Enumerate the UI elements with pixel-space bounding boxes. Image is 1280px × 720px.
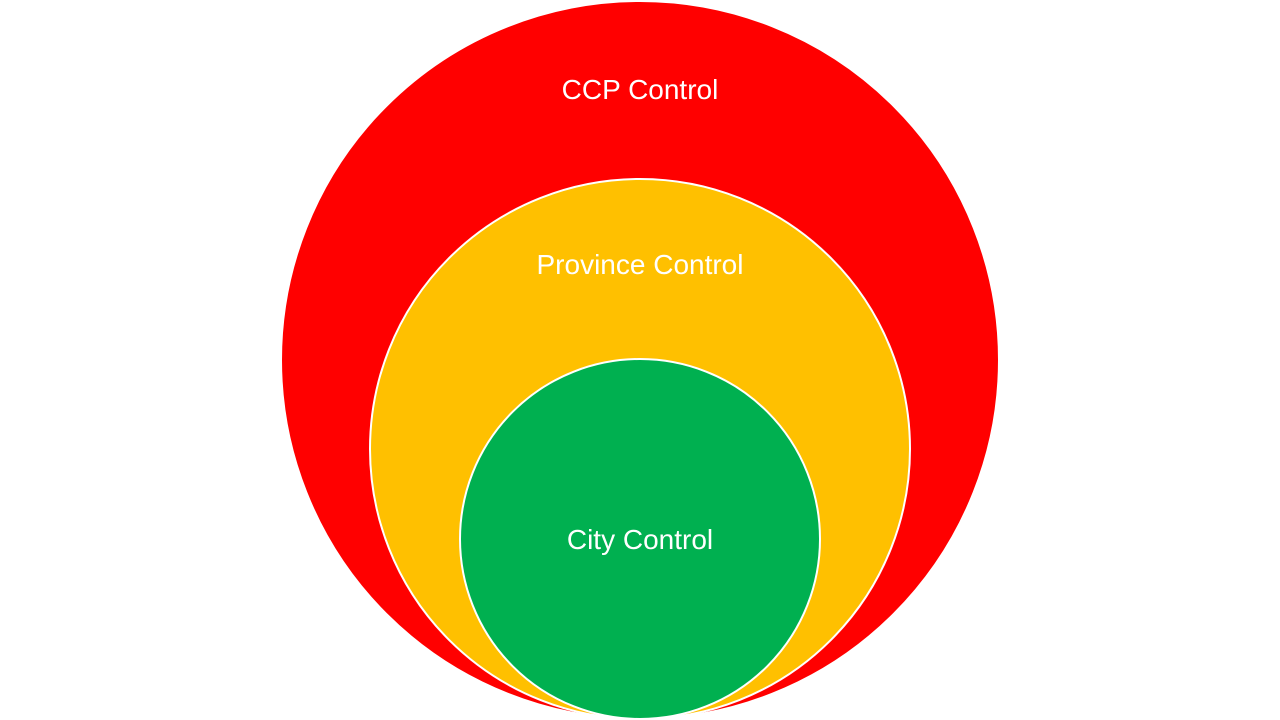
outer-circle-label: CCP Control xyxy=(562,74,719,105)
middle-circle-label: Province Control xyxy=(537,249,744,280)
inner-circle-label: City Control xyxy=(567,524,713,555)
inner-circle-city xyxy=(459,358,821,720)
